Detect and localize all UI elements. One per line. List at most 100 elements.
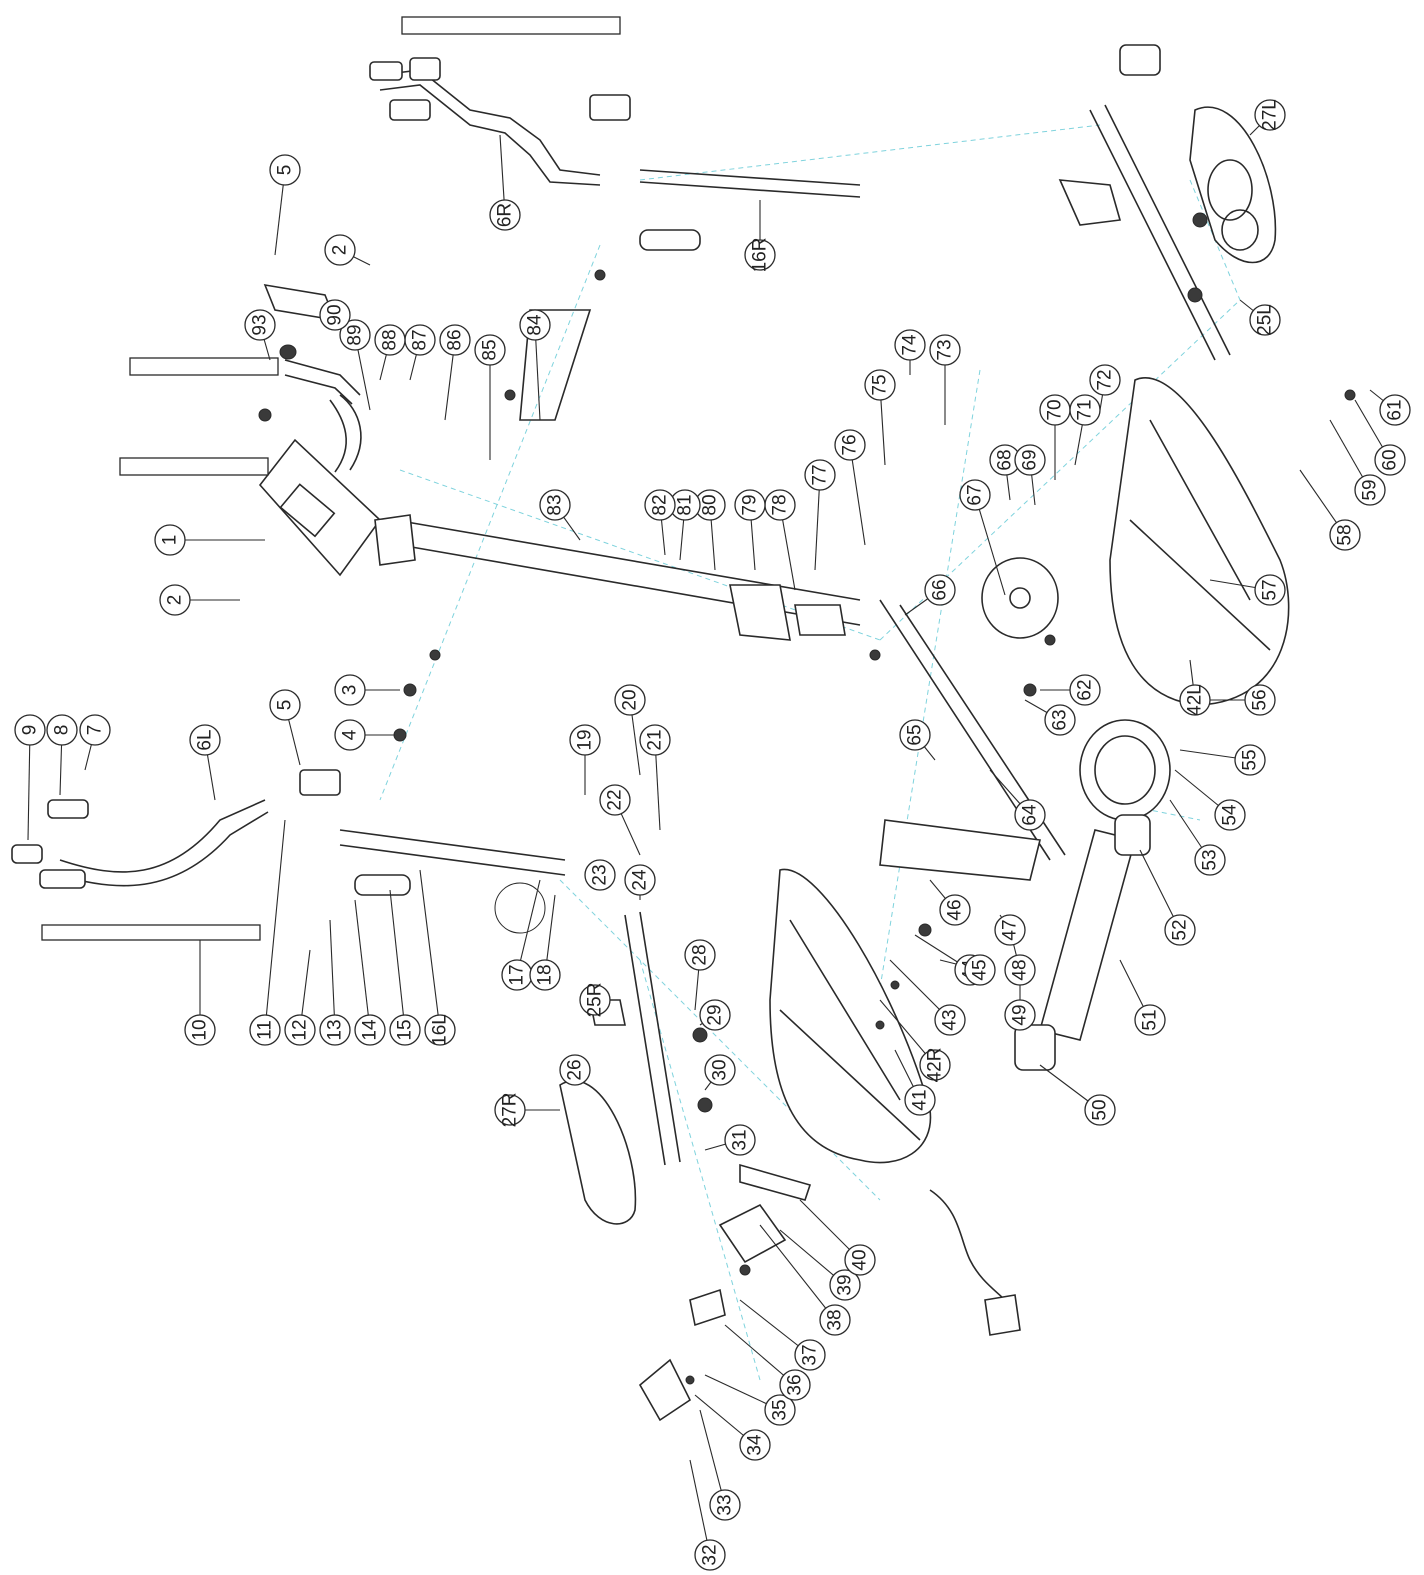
callout-bubble (319, 299, 351, 331)
callout-bubble (894, 329, 926, 361)
callout-number: 79 (740, 494, 761, 515)
callout-23: 23 (584, 859, 616, 891)
callout-number: 73 (935, 339, 956, 360)
callout-number: 50 (1090, 1099, 1111, 1120)
callout-number: 80 (700, 494, 721, 515)
callout-number: 68 (995, 449, 1016, 470)
callout-bubble (339, 319, 371, 351)
callout-bubble (269, 154, 301, 186)
callout-number: 11 (255, 1020, 276, 1040)
callout-87: 87 (404, 324, 436, 356)
callout-bubble (779, 1369, 811, 1401)
callout-number: 30 (710, 1059, 731, 1080)
callout-bubble (929, 334, 961, 366)
callout-bubble (934, 1004, 966, 1036)
callout-13: 13 (319, 1014, 351, 1046)
callout-bubble (519, 309, 551, 341)
callout-number: 85 (480, 339, 501, 360)
callout-21: 21 (639, 724, 671, 756)
callout-55: 55 (1234, 744, 1266, 776)
callout-bubble (744, 239, 776, 271)
callout-74: 74 (894, 329, 926, 361)
callout-bubble (1164, 914, 1196, 946)
callout-bubble (189, 724, 221, 756)
label-box-middle-left (119, 457, 269, 476)
callout-number: 4 (340, 729, 361, 740)
callout-65: 65 (899, 719, 931, 751)
callout-41: 41 (904, 1084, 936, 1116)
callout-number: 28 (690, 944, 711, 965)
part-drawings (11, 44, 1356, 1422)
callout-19: 19 (569, 724, 601, 756)
callout-bubble (334, 674, 366, 706)
leader-line-15 (389, 889, 406, 1031)
callout-number: 89 (345, 324, 366, 345)
callout-number: 27L (1260, 99, 1281, 131)
leader-line-84 (534, 324, 541, 421)
callout-bubble (864, 369, 896, 401)
callout-number: 87 (410, 329, 431, 350)
callout-78: 78 (764, 489, 796, 521)
callout-number: 59 (1360, 479, 1381, 500)
callout-8: 8 (46, 714, 78, 746)
callout-bubble (704, 1054, 736, 1086)
callout-number: 22 (605, 789, 626, 810)
callout-number: 21 (645, 729, 666, 750)
power-adapter-drawing (929, 1189, 1021, 1336)
callout-number: 31 (730, 1129, 751, 1150)
callout-81: 81 (669, 489, 701, 521)
callout-61: 61 (1379, 394, 1411, 426)
callout-number: 29 (705, 1004, 726, 1025)
callout-42r: 42R (919, 1048, 951, 1083)
callout-82: 82 (644, 489, 676, 521)
callout-bubble (599, 784, 631, 816)
callout-79: 79 (734, 489, 766, 521)
callout-bubble (1379, 394, 1411, 426)
callout-33: 33 (709, 1489, 741, 1521)
callout-number: 47 (1000, 919, 1021, 940)
callout-76: 76 (834, 429, 866, 461)
callout-number: 10 (190, 1019, 211, 1040)
label-box-top (401, 16, 621, 35)
callout-bubble (159, 584, 191, 616)
callout-number: 16L (430, 1014, 451, 1046)
callout-bubble (424, 1014, 456, 1046)
callout-bubble (844, 1244, 876, 1276)
callout-number: 42R (925, 1048, 946, 1083)
callout-bubble (614, 684, 646, 716)
callout-number: 36 (785, 1374, 806, 1395)
callout-number: 51 (1140, 1009, 1161, 1030)
callout-bubble (1244, 684, 1276, 716)
callout-88: 88 (374, 324, 406, 356)
callout-15: 15 (389, 1014, 421, 1046)
callout-bubble (389, 1014, 421, 1046)
callout-bubble (639, 724, 671, 756)
callout-bubble (684, 939, 716, 971)
callout-bubble (489, 199, 521, 231)
flywheel-drawing (981, 557, 1171, 821)
callout-57: 57 (1254, 574, 1286, 606)
callout-28: 28 (684, 939, 716, 971)
callout-4: 4 (334, 719, 366, 751)
leader-line-13 (329, 919, 336, 1031)
callout-67: 67 (959, 479, 991, 511)
callout-71: 71 (1069, 394, 1101, 426)
callout-bubble (579, 984, 611, 1016)
callout-number: 46 (945, 899, 966, 920)
callout-77: 77 (804, 459, 836, 491)
callout-27r: 27R (494, 1093, 526, 1127)
callout-70: 70 (1039, 394, 1071, 426)
callout-number: 5 (275, 165, 296, 176)
leader-line-38 (759, 1224, 836, 1321)
callout-number: 8 (52, 725, 73, 736)
leader-line-14 (354, 899, 371, 1031)
callout-62: 62 (1069, 674, 1101, 706)
callout-bubble (324, 234, 356, 266)
right-handlebar-drawing (369, 57, 861, 251)
callout-number: 56 (1250, 689, 1271, 710)
callout-bubble (764, 1394, 796, 1426)
callout-54: 54 (1214, 799, 1246, 831)
callout-bubble (829, 1269, 861, 1301)
callout-9: 9 (14, 714, 46, 746)
callout-number: 54 (1220, 804, 1241, 826)
